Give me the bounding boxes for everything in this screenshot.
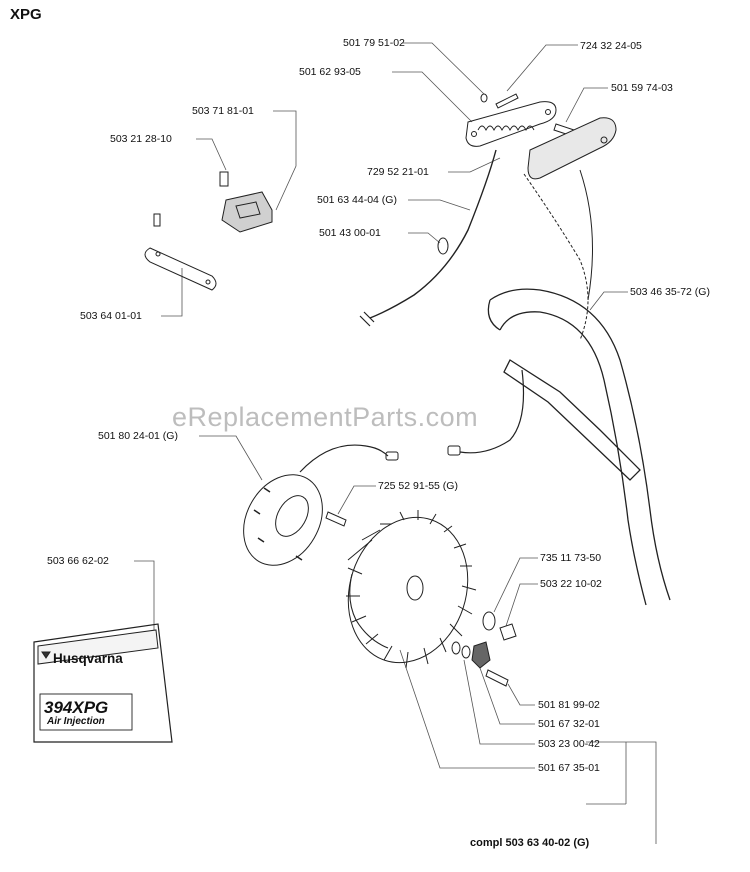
page-title: XPG (10, 6, 42, 23)
part-label: 501 67 32-01 (538, 718, 600, 730)
watermark: eReplacementParts.com (172, 402, 479, 432)
part-label: 503 71 81-01 (192, 105, 254, 117)
decal (33, 623, 173, 743)
decal-subtitle: Air Injection (47, 716, 105, 727)
part-label: 501 81 99-02 (538, 699, 600, 711)
part-label: 503 23 00-42 (538, 738, 600, 750)
part-label: 503 64 01-01 (80, 310, 142, 322)
starter-pawl-set (451, 611, 517, 687)
kit-label: compl 503 63 40-02 (G) (470, 837, 590, 849)
part-label: 501 59 74-03 (611, 82, 673, 94)
bracket (144, 213, 217, 291)
heater-plate (527, 117, 617, 180)
decal-model: 394XPG (44, 698, 109, 717)
part-label: 503 46 35-72 (G) (630, 286, 710, 298)
part-label: 501 62 93-05 (299, 66, 361, 78)
leader-lines (134, 42, 657, 844)
flywheel (346, 510, 477, 669)
part-label: 735 11 73-50 (540, 552, 602, 564)
part-label: 501 63 44-04 (G) (317, 194, 397, 206)
part-label: 501 67 35-01 (538, 762, 600, 774)
decal-brand: Husqvarna (53, 651, 123, 666)
heater-cables (359, 149, 593, 456)
part-label: 503 21 28-10 (110, 133, 172, 145)
ignition-module (243, 444, 399, 566)
part-label: 725 52 91-55 (G) (378, 480, 458, 492)
part-label: 503 66 62-02 (47, 555, 109, 567)
part-label: 503 22 10-02 (540, 578, 602, 590)
part-label: 501 79 51-02 (343, 37, 405, 49)
heater-switch (219, 171, 273, 233)
part-label: 501 43 00-01 (319, 227, 381, 239)
heat-shield (465, 101, 557, 147)
part-label: 501 80 24-01 (G) (98, 430, 178, 442)
part-label: 729 52 21-01 (367, 166, 429, 178)
part-label: 724 32 24-05 (580, 40, 642, 52)
handle-bar (487, 288, 671, 606)
